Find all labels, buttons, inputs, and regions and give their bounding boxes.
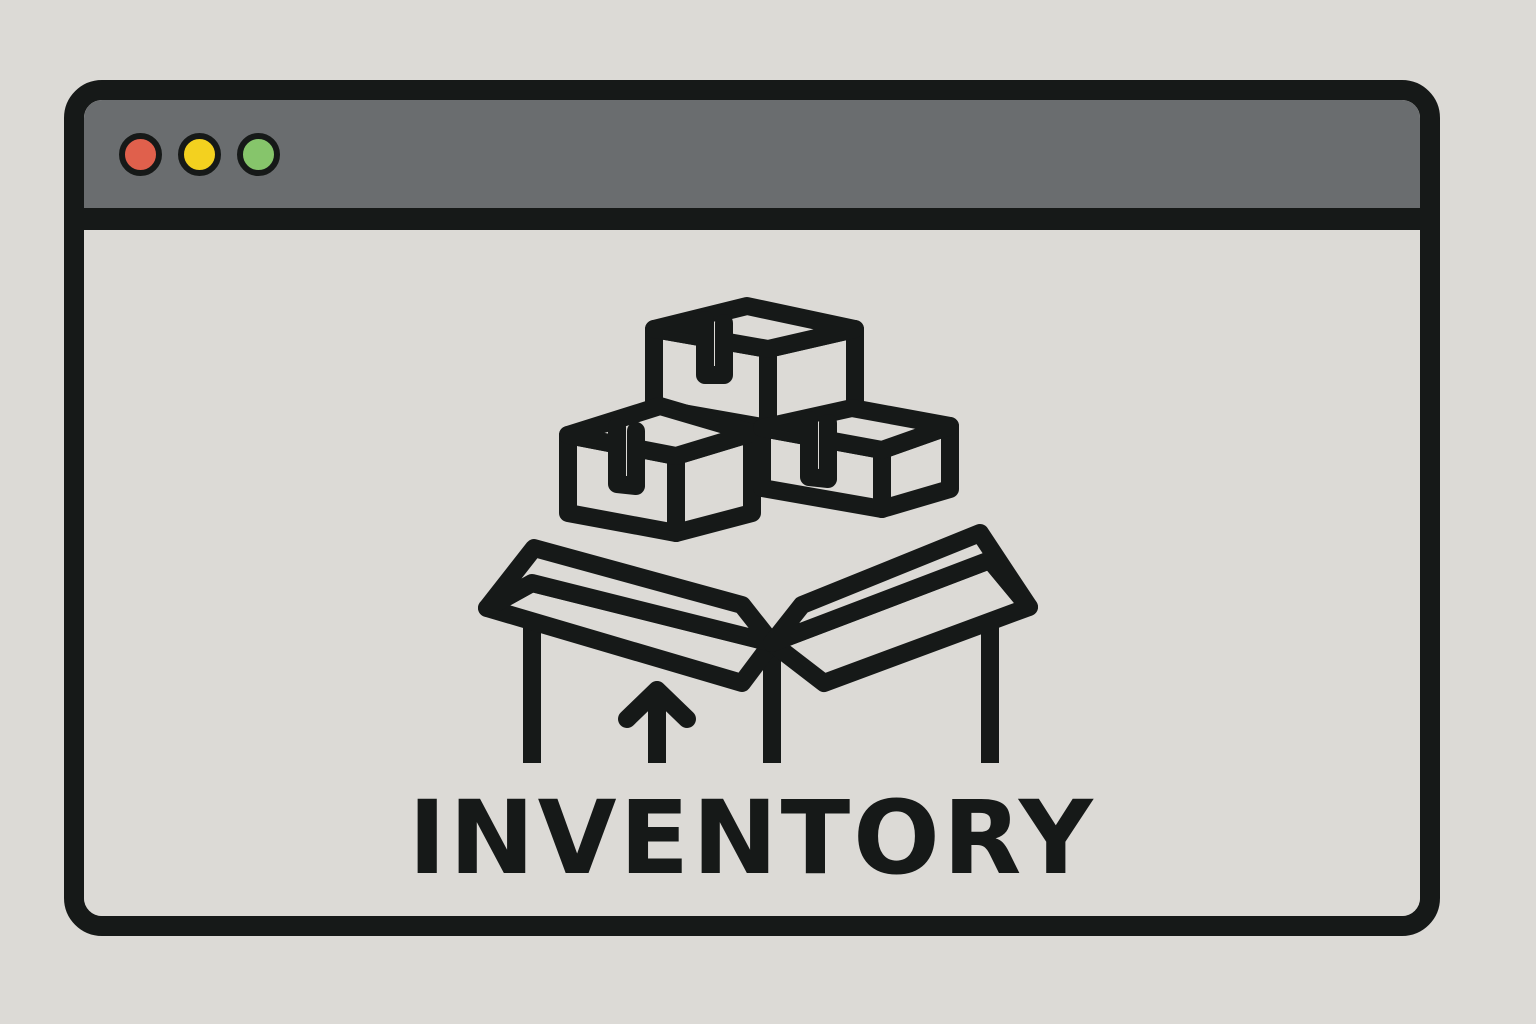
open-box-with-packages-icon (478, 297, 1038, 763)
package-top-lid (645, 297, 864, 358)
window-titlebar[interactable] (84, 100, 1420, 230)
window-maximize-button[interactable] (237, 133, 280, 176)
box-flap-back-right (763, 524, 1038, 652)
this-side-up-arrow-icon (618, 681, 696, 763)
window-content: INVENTORY (84, 230, 1420, 916)
package-top-tape (696, 311, 733, 384)
inventory-label: INVENTORY (408, 779, 1096, 898)
app-window: INVENTORY (64, 80, 1440, 936)
window-minimize-button[interactable] (178, 133, 221, 176)
window-close-button[interactable] (119, 133, 162, 176)
box-flap-back-left (478, 539, 781, 652)
package-left-tape (608, 418, 645, 495)
package-right-tape (800, 411, 837, 488)
